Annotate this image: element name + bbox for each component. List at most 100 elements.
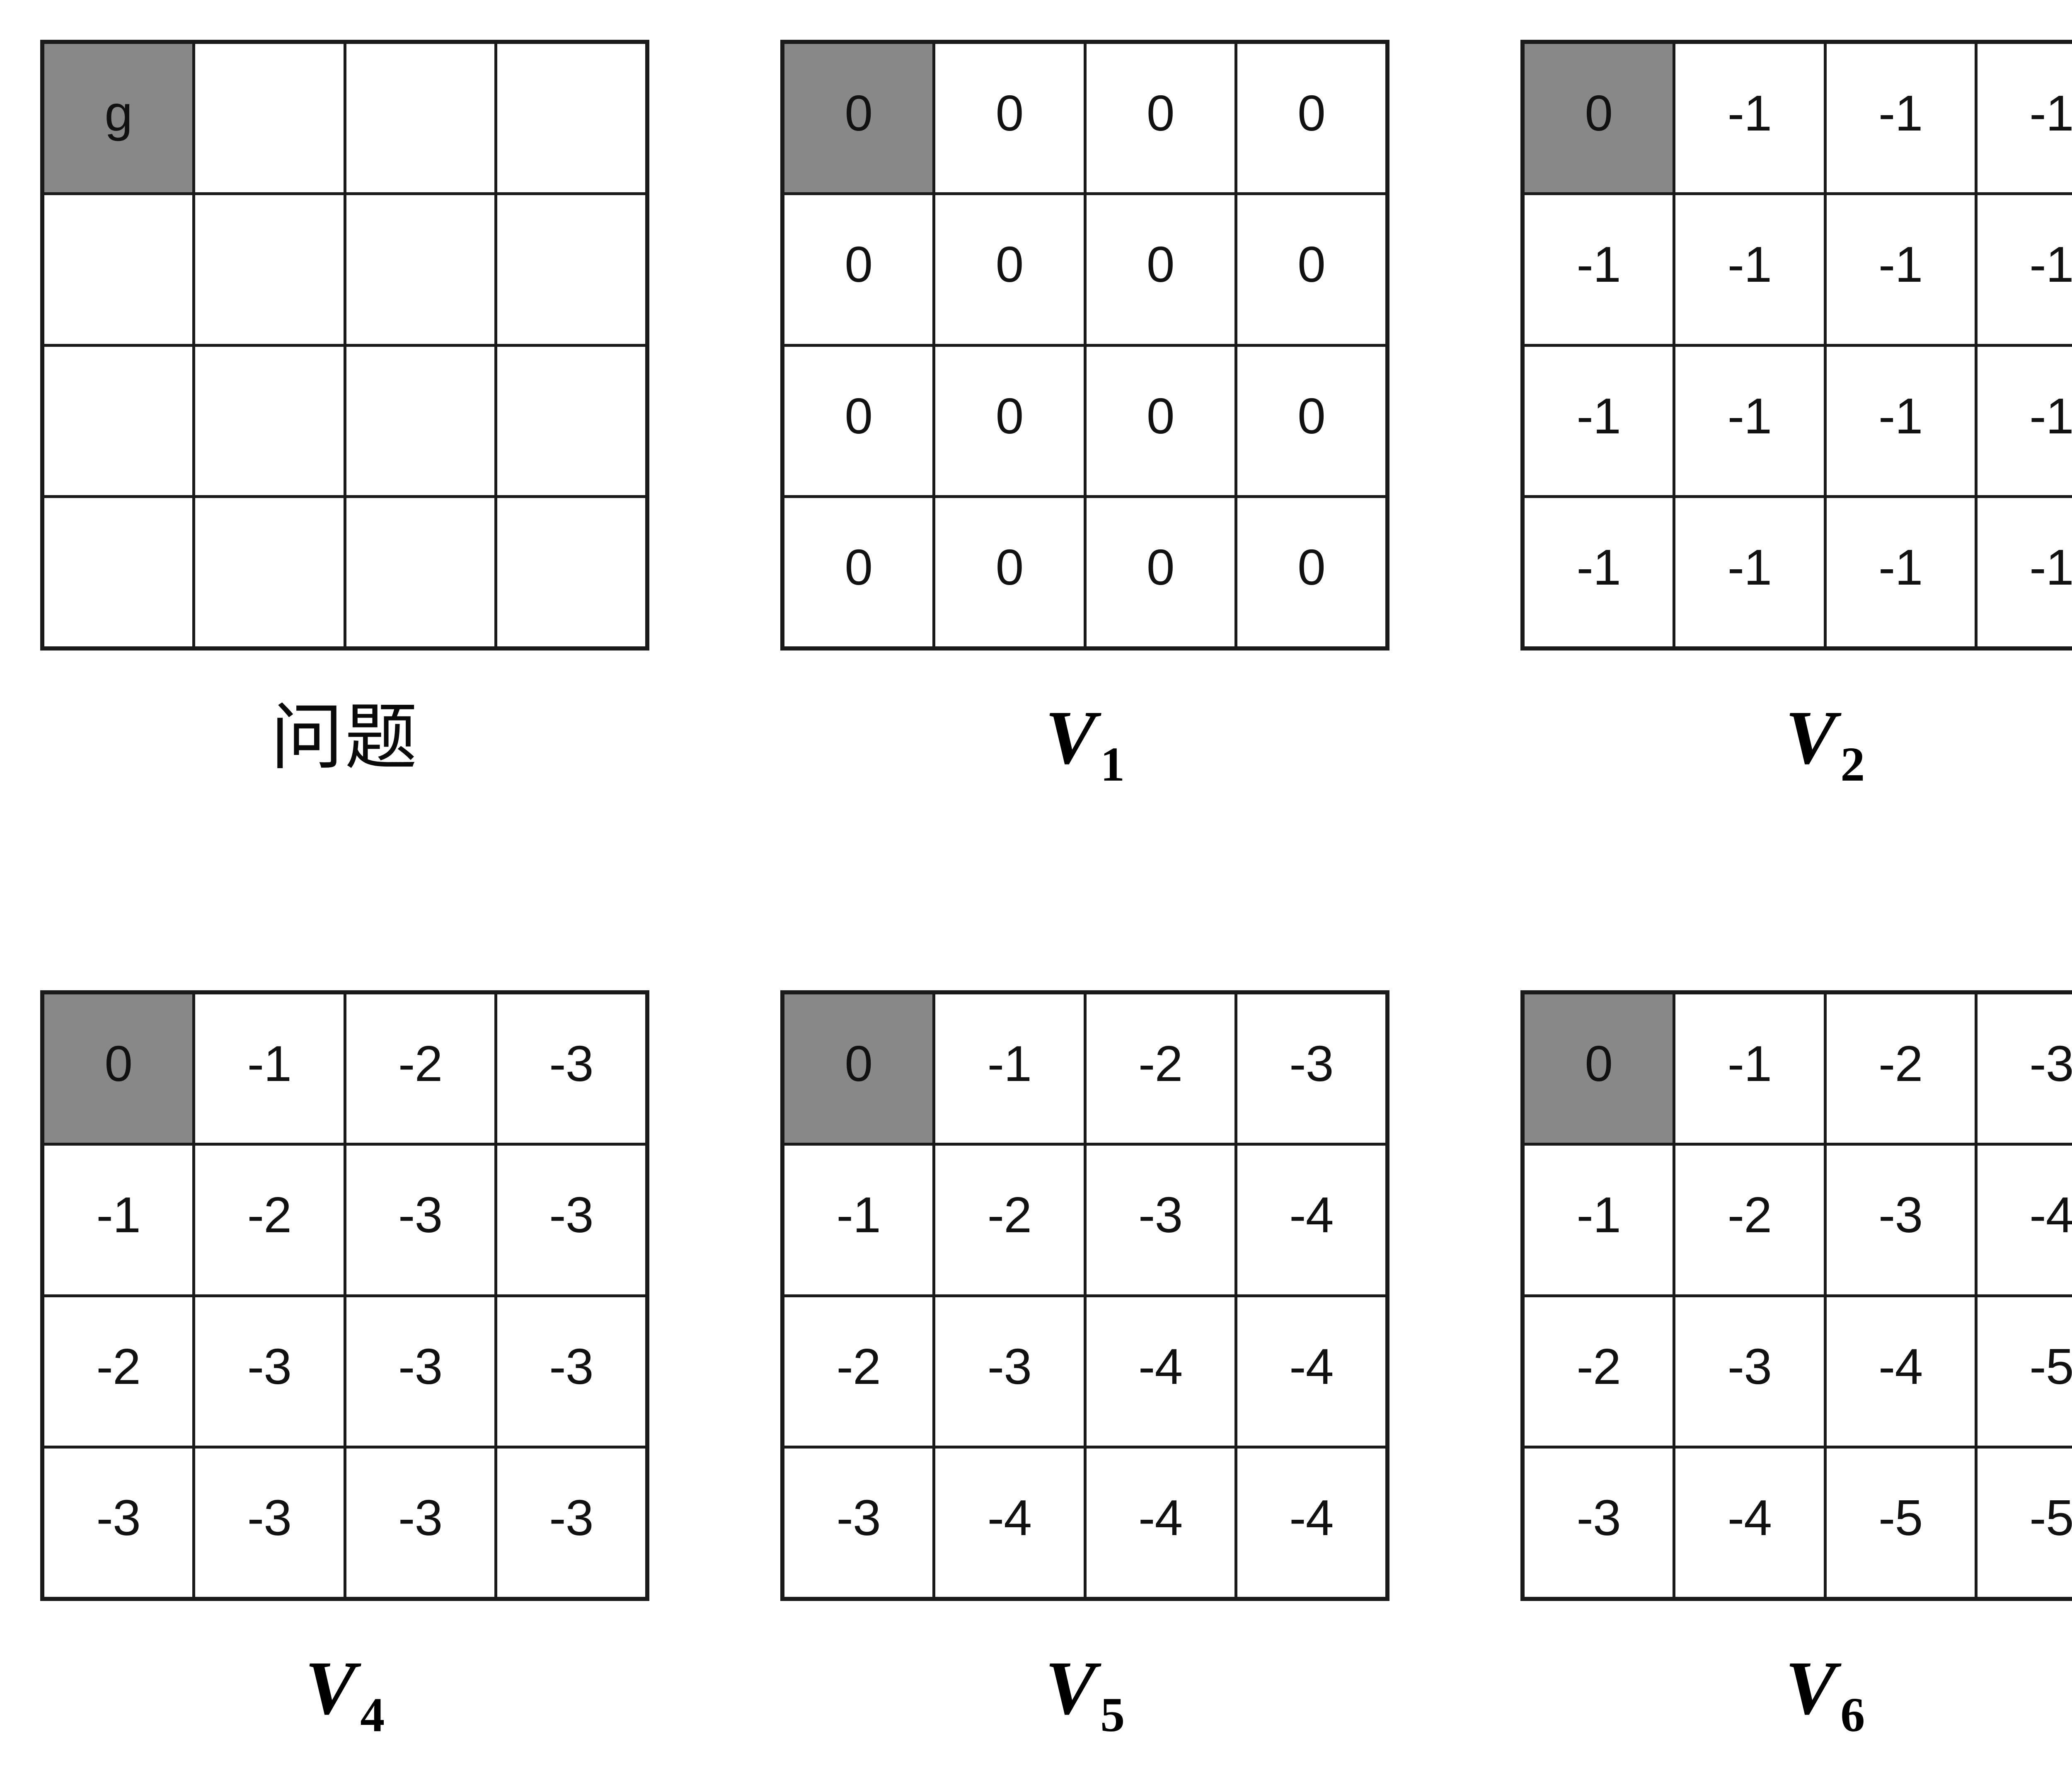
grid-cell[interactable]: -1 (1525, 498, 1673, 646)
grid-cell[interactable]: -4 (1673, 1448, 1824, 1597)
grid-cell[interactable]: 0 (1083, 44, 1234, 193)
grid-cell[interactable] (494, 346, 645, 495)
grid-cell[interactable]: 0 (1234, 498, 1385, 646)
grid-cell[interactable]: -1 (784, 1146, 933, 1294)
grid-cell[interactable] (343, 195, 494, 344)
grid-cell[interactable]: -2 (932, 1146, 1084, 1294)
grid-cell[interactable]: -1 (1673, 195, 1824, 344)
grid-cell[interactable]: -1 (1823, 44, 1975, 193)
grid-cell[interactable]: -2 (1083, 994, 1234, 1143)
grid-cell[interactable]: -3 (1974, 994, 2072, 1143)
grid-cell[interactable]: -1 (1823, 498, 1975, 646)
grid-cell[interactable] (192, 195, 344, 344)
cell-value: -1 (1576, 539, 1621, 595)
grid-cell[interactable] (44, 195, 193, 344)
grid-cell[interactable]: -1 (1974, 44, 2072, 193)
grid-cell[interactable] (494, 498, 645, 646)
grid-cell[interactable]: -3 (343, 1146, 494, 1294)
grid-cell[interactable]: -1 (1673, 44, 1824, 193)
grid-cell[interactable]: -1 (1673, 346, 1824, 495)
grid-cell[interactable]: -3 (1823, 1146, 1975, 1294)
grid-cell[interactable]: -1 (1974, 346, 2072, 495)
grid-cell[interactable]: 0 (1083, 346, 1234, 495)
grid-cell[interactable] (192, 44, 344, 193)
grid-cell[interactable]: 0 (932, 346, 1084, 495)
grid-cell[interactable]: -3 (494, 1448, 645, 1597)
grid-cell[interactable]: -2 (784, 1297, 933, 1446)
grid-cell[interactable]: 0 (1234, 195, 1385, 344)
grid-cell[interactable]: -4 (1974, 1146, 2072, 1294)
grid-cell-start[interactable]: 0 (784, 994, 933, 1143)
grid-cell[interactable]: -3 (1083, 1146, 1234, 1294)
grid-cell[interactable]: -3 (192, 1448, 344, 1597)
grid-cell[interactable]: -3 (494, 994, 645, 1143)
grid-cell-start[interactable]: 0 (1525, 44, 1673, 193)
grid-cell-start[interactable]: 0 (44, 994, 193, 1143)
grid-cell[interactable] (343, 498, 494, 646)
grid-cell[interactable]: -3 (494, 1297, 645, 1446)
grid-cell[interactable]: -4 (1823, 1297, 1975, 1446)
grid-cell[interactable]: -5 (1974, 1448, 2072, 1597)
grid-cell[interactable]: -3 (1234, 994, 1385, 1143)
grid-cell[interactable]: -4 (1234, 1146, 1385, 1294)
grid-cell[interactable]: 0 (784, 195, 933, 344)
grid-cell[interactable]: 0 (932, 44, 1084, 193)
grid-cell[interactable]: -4 (1234, 1448, 1385, 1597)
grid-cell[interactable]: -1 (1974, 195, 2072, 344)
grid-cell[interactable]: -3 (343, 1448, 494, 1597)
grid-cell[interactable]: -3 (44, 1448, 193, 1597)
grid-cell[interactable]: -1 (1525, 1146, 1673, 1294)
grid-cell[interactable]: 0 (932, 195, 1084, 344)
grid-cell[interactable]: -1 (1823, 195, 1975, 344)
grid-cell[interactable]: -4 (1083, 1297, 1234, 1446)
grid-cell[interactable] (343, 346, 494, 495)
grid-cell[interactable]: -2 (1525, 1297, 1673, 1446)
grid-cell[interactable]: -3 (343, 1297, 494, 1446)
grid-cell[interactable]: 0 (1234, 346, 1385, 495)
grid-cell[interactable] (192, 346, 344, 495)
grid-cell[interactable] (494, 195, 645, 344)
grid-cell[interactable]: -1 (1673, 498, 1824, 646)
grid-cell[interactable]: -2 (44, 1297, 193, 1446)
grid-cell[interactable]: -3 (1525, 1448, 1673, 1597)
grid-cell-start[interactable]: 0 (1525, 994, 1673, 1143)
grid-cell[interactable]: 0 (784, 346, 933, 495)
cell-value: -3 (549, 1035, 593, 1092)
grid-cell[interactable]: 0 (1234, 44, 1385, 193)
grid-cell[interactable] (44, 498, 193, 646)
grid-cell[interactable]: 0 (1083, 498, 1234, 646)
grid-cell[interactable]: -4 (932, 1448, 1084, 1597)
grid-cell[interactable]: -4 (1083, 1448, 1234, 1597)
grid-cell[interactable] (192, 498, 344, 646)
grid-cell[interactable]: -1 (1673, 994, 1824, 1143)
grid-cell[interactable] (494, 44, 645, 193)
grid-cell[interactable]: -1 (1974, 498, 2072, 646)
grid-cell[interactable]: -5 (1974, 1297, 2072, 1446)
grid-cell[interactable]: -2 (343, 994, 494, 1143)
grid-cell[interactable]: -1 (192, 994, 344, 1143)
grid-cell[interactable]: -1 (44, 1146, 193, 1294)
grid-cell[interactable]: -4 (1234, 1297, 1385, 1446)
grid-cell[interactable]: 0 (1083, 195, 1234, 344)
grid-cell[interactable] (44, 346, 193, 495)
grid-cell[interactable]: -3 (784, 1448, 933, 1597)
grid-cell[interactable]: -3 (932, 1297, 1084, 1446)
grid-cell[interactable]: -2 (1673, 1146, 1824, 1294)
grid-cell[interactable]: -3 (494, 1146, 645, 1294)
grid-cell[interactable]: 0 (784, 498, 933, 646)
grid-cell[interactable]: -1 (1525, 346, 1673, 495)
grid-cell[interactable]: -2 (192, 1146, 344, 1294)
grid-cell-start[interactable]: g (44, 44, 193, 193)
grid-cell[interactable]: 0 (932, 498, 1084, 646)
grid-cell[interactable] (343, 44, 494, 193)
grid-cell[interactable]: -1 (1823, 346, 1975, 495)
cell-value: -1 (96, 1187, 140, 1243)
grid-cell-start[interactable]: 0 (784, 44, 933, 193)
grid-cell[interactable]: -1 (1525, 195, 1673, 344)
grid-cell[interactable]: -2 (1823, 994, 1975, 1143)
grid-cell[interactable]: -5 (1823, 1448, 1975, 1597)
grid-cell[interactable]: -3 (1673, 1297, 1824, 1446)
grid-cell[interactable]: -1 (932, 994, 1084, 1143)
grid-cell[interactable]: -3 (192, 1297, 344, 1446)
